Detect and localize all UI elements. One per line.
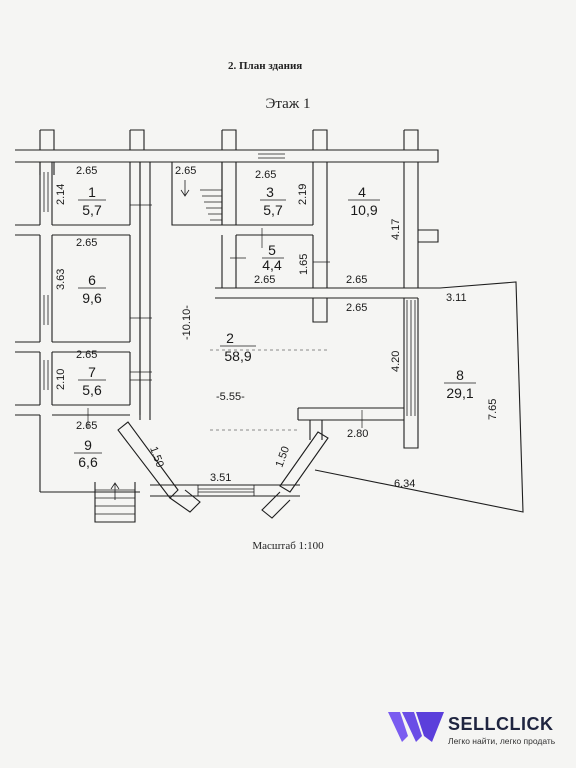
logo-tagline: Легко найти, легко продать: [448, 736, 556, 746]
room8-west-wall: [403, 298, 419, 418]
room8-window: [406, 300, 416, 416]
room-area-2: 58,9: [224, 348, 251, 364]
room-area-6: 9,6: [82, 290, 102, 306]
window-north: [258, 153, 285, 159]
room-number-5: 5: [268, 242, 276, 258]
dim-room7-width: 2.65: [76, 349, 97, 361]
ne-stub: [418, 149, 439, 163]
dim-room8-west: 4.20: [390, 351, 402, 372]
dim-room8-south: 6.34: [394, 478, 415, 490]
room9-stair-arrow: [110, 482, 120, 500]
room-area-1: 5,7: [82, 202, 102, 218]
room-area-3: 5,7: [263, 202, 283, 218]
window-room6: [43, 295, 49, 325]
hall-west-wall: [139, 162, 151, 420]
room-area-9: 6,6: [78, 454, 98, 470]
room8-outline: [314, 281, 524, 513]
pier-n3: [221, 129, 237, 150]
room-number-7: 7: [88, 364, 96, 380]
west-lower: [39, 415, 140, 493]
section-heading: 2. План здания: [228, 60, 303, 72]
room-area-4: 10,9: [350, 202, 377, 218]
room5-walls: [215, 235, 418, 299]
dim-room4-height: 4.17: [390, 219, 402, 240]
dim-entrance-right: 1.50: [274, 445, 293, 469]
entrance-door: [197, 485, 255, 496]
pier-n4: [312, 129, 328, 150]
pier-ne: [403, 129, 419, 150]
room-area-7: 5,6: [82, 382, 102, 398]
dim-stair-width: 2.65: [175, 165, 196, 177]
hall-south-east: [298, 407, 419, 449]
entrance-south: [150, 484, 300, 497]
room-area-8: 29,1: [446, 385, 473, 401]
sellclick-logo: SELLCLICK Легко найти, легко продать: [388, 712, 568, 756]
room-number-3: 3: [266, 184, 274, 200]
dim-room1-height: 2.14: [55, 184, 67, 205]
entrance-se-pier: [261, 491, 291, 519]
entrance-sw-pier: [169, 489, 201, 513]
room-number-9: 9: [84, 437, 92, 453]
dim-room5-lower: 2.65: [346, 302, 367, 314]
dim-room8-door: 2.80: [347, 428, 368, 440]
west-wall: [15, 162, 53, 416]
stair-treads: [200, 189, 222, 221]
north-wall: [15, 149, 438, 163]
dim-room6-height: 3.63: [55, 269, 67, 290]
dim-hall-length: -10.10-: [181, 305, 193, 340]
floor-title: Этаж 1: [265, 96, 311, 112]
pier-nw: [39, 129, 55, 175]
pier-ne-lower: [418, 229, 439, 243]
dim-room5-height: 1.65: [298, 254, 310, 275]
room-number-1: 1: [88, 184, 96, 200]
entrance-left: [117, 421, 179, 499]
dim-room4-width: 2.65: [346, 274, 367, 286]
hall-dashes: [210, 349, 330, 431]
room4-walls: [403, 162, 419, 288]
room3-walls: [221, 162, 328, 288]
dim-room8-east: 7.65: [487, 399, 499, 420]
dim-room3-width: 2.65: [255, 169, 276, 181]
dim-room9-width: 2.65: [76, 420, 97, 432]
door-room7: [130, 371, 152, 381]
dim-room8-top: 3.11: [446, 292, 467, 304]
dim-entrance-left: 1.50: [147, 445, 166, 469]
logo-name: SELLCLICK: [448, 714, 554, 734]
hall-south-east-pier: [297, 408, 323, 440]
hall-pier: [312, 298, 328, 323]
dim-room1-width: 2.65: [76, 165, 97, 177]
scale-caption: Масштаб 1:100: [252, 540, 324, 552]
stair-arrow: [180, 180, 190, 197]
room-area-5: 4,4: [262, 257, 282, 273]
dim-hall-width: -5.55-: [216, 391, 245, 403]
dim-entrance-width: 3.51: [210, 472, 231, 484]
dim-room5-width: 2.65: [254, 274, 275, 286]
pier-n2: [129, 129, 145, 150]
room-number-4: 4: [358, 184, 366, 200]
entrance-right: [279, 431, 329, 493]
dim-room3-height: 2.19: [297, 184, 309, 205]
room1-walls: [52, 162, 141, 236]
room-number-2: 2: [226, 330, 234, 346]
dim-room7-height: 2.10: [55, 369, 67, 390]
window-room7: [43, 360, 49, 390]
door-room5: [230, 228, 263, 259]
room9-stair: [94, 482, 136, 523]
dim-room6-width: 2.65: [76, 237, 97, 249]
room-number-6: 6: [88, 272, 96, 288]
room-number-8: 8: [456, 367, 464, 383]
window-room1: [43, 172, 49, 212]
sellclick-logo-mark-icon: [388, 712, 444, 742]
